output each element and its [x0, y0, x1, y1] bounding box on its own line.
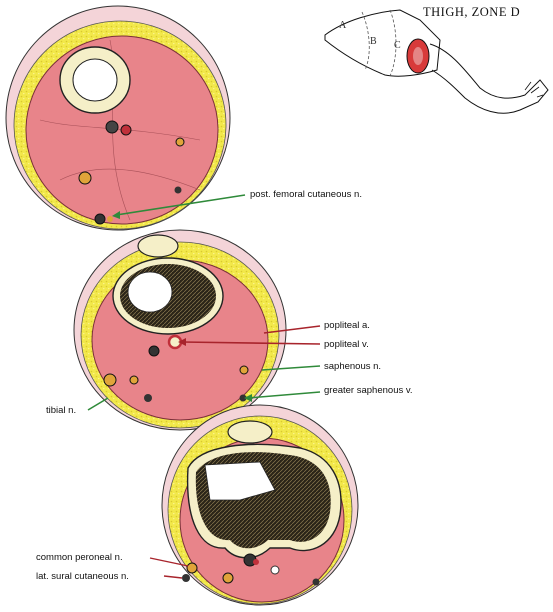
pointer-lat-sural: [163, 575, 183, 579]
tibial-nerve: [103, 373, 117, 387]
nerve: [175, 137, 185, 147]
zone-letter-a: A: [339, 20, 347, 31]
pointer-popliteal-v: [181, 341, 321, 345]
artery: [120, 124, 132, 136]
label-common-peroneal: common peroneal n.: [36, 552, 123, 563]
label-popliteal-vein: popliteal v.: [324, 339, 369, 350]
post-femoral-cutaneous-nerve: [94, 213, 106, 225]
saphenous-nerve: [239, 365, 249, 375]
pointer-post-femoral-cutaneous: [115, 194, 246, 216]
label-post-femoral-cutaneous: post. femoral cutaneous n.: [250, 189, 362, 200]
common-peroneal-nerve: [186, 562, 198, 574]
vessel: [105, 120, 119, 134]
label-greater-saphenous: greater saphenous v.: [324, 385, 413, 396]
label-popliteal-artery: popliteal a.: [324, 320, 370, 331]
zone-letter-c: C: [394, 40, 401, 51]
zone-letter-b: B: [370, 36, 377, 47]
patella: [227, 420, 273, 444]
lat-sural-cutaneous-nerve: [182, 574, 190, 582]
page-title: THIGH, ZONE D: [423, 5, 521, 19]
label-saphenous: saphenous n.: [324, 361, 382, 372]
patella: [137, 234, 179, 258]
section-thigh-proximal: [5, 5, 231, 231]
label-tibial: tibial n.: [46, 405, 77, 416]
greater-saphenous-vein: [239, 394, 247, 402]
pointer-tibial: [87, 397, 109, 411]
nerve: [174, 186, 182, 194]
pointer-saphenous: [261, 365, 321, 371]
section-proximal-leg: [161, 404, 359, 606]
nerve: [78, 171, 92, 185]
pointer-lines: [87, 194, 321, 579]
section-knee-patella: [73, 229, 287, 431]
leg-orientation-sketch: [324, 9, 549, 114]
label-lat-sural-cutaneous: lat. sural cutaneous n.: [36, 571, 129, 582]
pointer-common-peroneal: [149, 557, 189, 567]
pointer-greater-saphenous: [247, 391, 321, 399]
popliteal-vein: [148, 345, 160, 357]
pointer-popliteal-a: [263, 325, 321, 334]
